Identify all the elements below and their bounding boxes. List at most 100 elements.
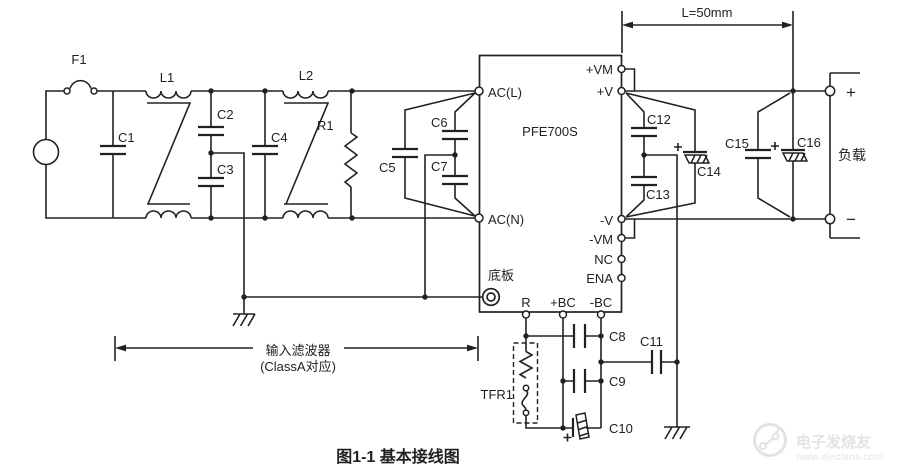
electrolytic-plates bbox=[575, 152, 809, 440]
fuse-f1-element bbox=[69, 79, 92, 89]
pin-v-plus bbox=[617, 86, 626, 96]
pin-vm-minus bbox=[617, 233, 626, 243]
junction-dots bbox=[208, 88, 796, 431]
label-l2: L2 bbox=[299, 68, 313, 83]
pin-label-ac-n: AC(N) bbox=[488, 212, 524, 227]
input-filter-arrow-left bbox=[115, 344, 126, 352]
pin-v-minus bbox=[617, 214, 626, 224]
label-c6: C6 bbox=[431, 115, 448, 130]
tfr1-dashed-box bbox=[512, 342, 539, 424]
capacitor-c9-plates bbox=[572, 369, 587, 393]
load-minus-sign: − bbox=[846, 210, 856, 229]
choke-l2-bottom-winding bbox=[282, 210, 329, 219]
capacitor-c16-hatched-plate bbox=[781, 152, 809, 162]
tfr1-resistor-element bbox=[518, 350, 534, 379]
label-c1: C1 bbox=[118, 130, 135, 145]
pin-label-bc-plus: +BC bbox=[550, 295, 576, 310]
pin-label-nc: NC bbox=[594, 252, 613, 267]
label-c13: C13 bbox=[646, 187, 670, 202]
arrowheads bbox=[115, 21, 793, 352]
tfr1-thermal-contact bbox=[521, 390, 529, 411]
pin-ac-l bbox=[474, 86, 484, 96]
capacitor-c3-plates bbox=[198, 176, 224, 188]
input-filter-arrow-right bbox=[467, 344, 478, 352]
watermark: 电子发烧友 www.elecfans.com bbox=[753, 423, 883, 463]
label-c16: C16 bbox=[797, 135, 821, 150]
capacitor-c15-plates bbox=[745, 148, 771, 160]
label-c14: C14 bbox=[697, 164, 721, 179]
capacitor-c6-plates bbox=[442, 129, 468, 141]
capacitor-c16-hatch bbox=[788, 152, 806, 162]
pin-ena bbox=[617, 273, 626, 283]
labels: F1 L1 L2 C1 C2 C3 C4 R1 C5 C6 C7 C8 C9 C… bbox=[71, 5, 866, 466]
capacitor-c5-plates bbox=[392, 147, 418, 159]
capacitor-c13-plates bbox=[631, 175, 657, 187]
wire bbox=[45, 68, 860, 429]
watermark-site-name: 电子发烧友 bbox=[796, 433, 871, 451]
tfr1-contact-terminal bbox=[522, 409, 530, 417]
pin-length-arrow-left bbox=[622, 21, 633, 29]
capacitor-c2-plates bbox=[198, 125, 224, 137]
choke-l1-top-winding bbox=[145, 90, 192, 99]
load-plus-sign: + bbox=[846, 83, 856, 102]
label-c8: C8 bbox=[609, 329, 626, 344]
label-c3: C3 bbox=[217, 162, 234, 177]
terminals bbox=[32, 64, 836, 417]
pin-r bbox=[521, 310, 531, 319]
capacitor-c12-plates bbox=[631, 126, 657, 138]
module-name: PFE700S bbox=[522, 124, 578, 139]
label-c7: C7 bbox=[431, 159, 448, 174]
load-positive-terminal bbox=[824, 85, 836, 97]
watermark-logo-icon bbox=[753, 423, 787, 457]
pin-bc-plus bbox=[558, 310, 568, 319]
pin-ac-n bbox=[474, 213, 484, 223]
tfr1-contact-terminal bbox=[522, 384, 530, 392]
label-c9: C9 bbox=[609, 374, 626, 389]
pin-label-ena: ENA bbox=[586, 271, 613, 286]
label-c15: C15 bbox=[725, 136, 749, 151]
fuse-f1-terminal bbox=[63, 87, 71, 95]
capacitor-c8-plates bbox=[572, 324, 587, 348]
pin-label-vm-plus: +VM bbox=[586, 62, 613, 77]
choke-l2-core-symbol bbox=[284, 102, 330, 205]
figure-caption: 图1-1 基本接线图 bbox=[336, 447, 460, 466]
ac-source bbox=[32, 138, 60, 166]
pin-label-vm-minus: -VM bbox=[589, 232, 613, 247]
resistor-r1-element bbox=[343, 132, 359, 188]
capacitor-c7-plates bbox=[442, 174, 468, 186]
capacitor-c10-hatched-plate bbox=[575, 412, 590, 440]
pfe700s-module-outline bbox=[478, 54, 623, 313]
input-filter-label: 输入滤波器 bbox=[265, 343, 330, 358]
label-f1: F1 bbox=[71, 52, 86, 67]
pin-bc-minus bbox=[596, 310, 606, 319]
label-c2: C2 bbox=[217, 107, 234, 122]
capacitor-c4-plates bbox=[252, 144, 278, 156]
baseplate-label: 底板 bbox=[488, 268, 514, 283]
label-c4: C4 bbox=[271, 130, 288, 145]
pin-label-v-minus: -V bbox=[600, 213, 613, 228]
watermark-logo-icon bbox=[764, 426, 780, 445]
label-l1: L1 bbox=[160, 70, 174, 85]
ground-symbol-input-filter bbox=[232, 313, 256, 327]
pin-nc bbox=[617, 254, 626, 264]
label-c11: C11 bbox=[640, 334, 663, 349]
label-r1: R1 bbox=[317, 118, 334, 133]
label-c10: C10 bbox=[609, 421, 633, 436]
load-label: 负载 bbox=[838, 147, 866, 163]
capacitor-c14-hatched-plate bbox=[683, 154, 711, 164]
capacitor-c11-plates bbox=[650, 350, 663, 374]
pin-label-ac-l: AC(L) bbox=[488, 85, 522, 100]
input-filter-dimension-line bbox=[114, 336, 479, 361]
capacitor-plates bbox=[100, 125, 805, 437]
label-c12: C12 bbox=[647, 112, 671, 127]
fuse-f1-terminal bbox=[90, 87, 98, 95]
input-filter-class-label: (ClassA对应) bbox=[260, 359, 336, 374]
c14-polarity-plus-mark bbox=[674, 143, 682, 151]
choke-l2-top-winding bbox=[282, 90, 329, 99]
c10-polarity-plus-mark bbox=[563, 433, 572, 442]
ground-symbol-output bbox=[664, 426, 690, 440]
choke-l1-core-symbol bbox=[147, 102, 192, 205]
capacitor-c10-hatch bbox=[577, 419, 590, 437]
pin-label-r: R bbox=[521, 295, 530, 310]
